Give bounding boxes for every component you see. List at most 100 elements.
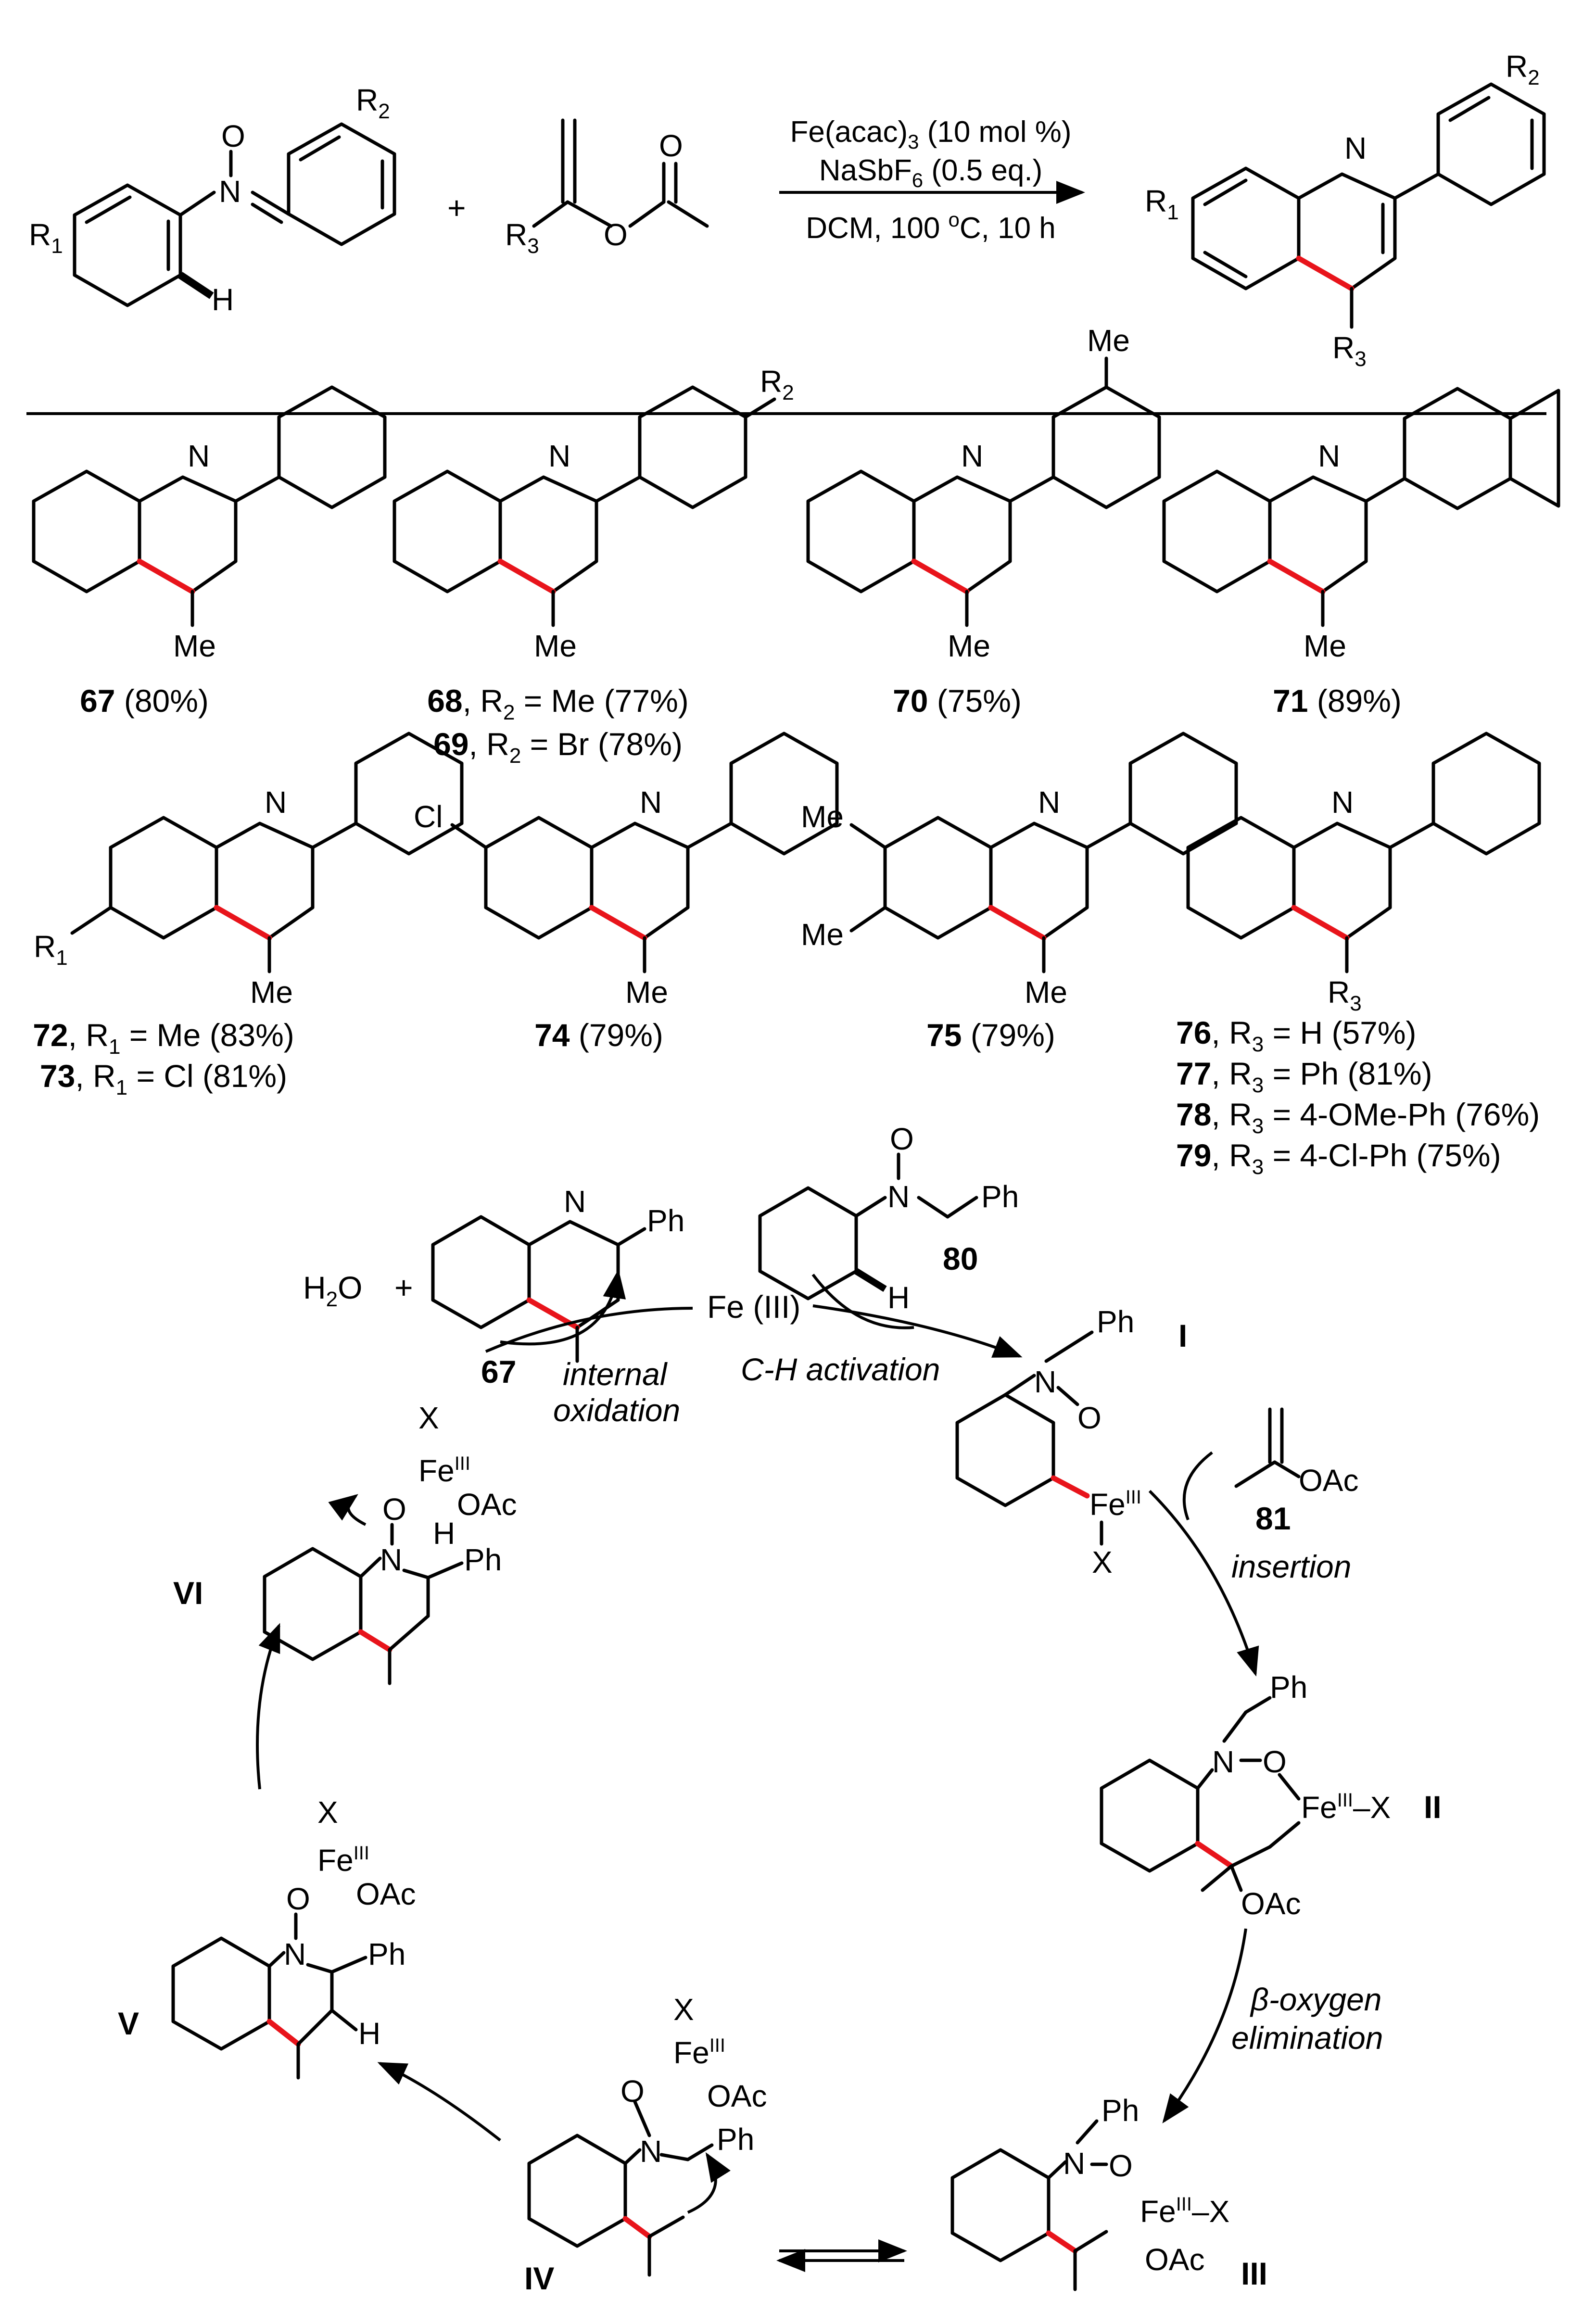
r2-label: R2 — [760, 364, 794, 404]
step-internal-1: internal — [563, 1356, 668, 1392]
me-group: Me — [534, 629, 577, 663]
me-group: Me — [1087, 323, 1130, 358]
ph-group: Ph — [464, 1542, 502, 1577]
product-r1: R1 — [1145, 184, 1179, 224]
r3-label: R3 — [505, 217, 539, 258]
ortho-h: H — [212, 282, 234, 317]
fe-atom: FeIII — [317, 1843, 369, 1878]
o-atom: O — [286, 1882, 310, 1916]
fe-atom: FeIII–X — [1301, 1790, 1391, 1825]
ph-group: Ph — [981, 1179, 1019, 1214]
ph-group: Ph — [647, 1203, 684, 1238]
ph-group: Ph — [1102, 2093, 1139, 2128]
ph-group: Ph — [1270, 1670, 1307, 1705]
me-group: Me — [1025, 975, 1067, 1010]
arrow-81-in — [1182, 1451, 1213, 1521]
alkene-81: OAc — [1234, 1407, 1358, 1498]
arrow-80-join — [811, 1274, 914, 1329]
fe-catalyst: Fe (III) — [707, 1289, 800, 1325]
product-68-69: N Me R2 — [392, 364, 794, 663]
arrow-to-VI — [256, 1623, 280, 1790]
label-IV: IV — [524, 2261, 554, 2296]
product-72-73: N Me R1 — [34, 732, 464, 1010]
product-76-79: N R3 — [1186, 732, 1541, 1015]
me-group: Me — [801, 917, 844, 952]
o-atom: O — [890, 1122, 914, 1156]
plus-sign: + — [394, 1270, 413, 1305]
n-atom: N — [1212, 1744, 1234, 1779]
h-atom: H — [433, 1516, 455, 1551]
r3-label: R3 — [1328, 975, 1362, 1015]
label-II: II — [1424, 1789, 1442, 1825]
label-80: 80 — [943, 1241, 978, 1276]
n-atom: N — [1318, 439, 1340, 473]
product-n: N — [1344, 131, 1367, 165]
r2-label: R2 — [356, 83, 390, 123]
r1-label: R1 — [34, 929, 68, 970]
me-group: Me — [948, 629, 990, 663]
label-81: 81 — [1255, 1501, 1291, 1536]
plus-sign: + — [447, 190, 466, 226]
n-atom: N — [640, 2134, 662, 2169]
product-67-cycle: N Ph — [431, 1184, 684, 1363]
enol-acetate-reactant: O O R3 — [505, 118, 709, 258]
oac-group: OAc — [356, 1877, 416, 1911]
caption-77: 77, R3 = Ph (81%) — [1176, 1056, 1432, 1097]
o-atom: O — [620, 2074, 645, 2109]
x-ligand: X — [673, 1992, 694, 2027]
n-atom: N — [265, 785, 287, 820]
oac-group: OAc — [1145, 2242, 1204, 2277]
o-atom: O — [1263, 1744, 1287, 1779]
caption-75: 75 (79%) — [926, 1017, 1055, 1053]
arrow-to-V — [377, 2062, 501, 2142]
product-67: N Me — [32, 385, 387, 663]
n-atom: N — [961, 439, 983, 473]
arrow-to-II — [1148, 1490, 1259, 1677]
x-ligand: X — [317, 1795, 338, 1830]
label-67: 67 — [481, 1354, 516, 1389]
ph-group: Ph — [1097, 1304, 1134, 1339]
me-group: Me — [625, 975, 668, 1010]
r1-label: R1 — [29, 217, 63, 258]
label-V: V — [118, 2006, 139, 2041]
arrow-to-fe — [485, 1307, 693, 1353]
intermediate-II: N Ph O FeIII–X OAc — [1100, 1670, 1391, 1921]
product-70: N Me Me — [806, 323, 1161, 663]
n-atom: N — [640, 785, 662, 820]
n-atom: N — [1063, 2146, 1085, 2181]
oac-group: OAc — [1241, 1886, 1301, 1921]
caption-68: 68, R2 = Me (77%) — [427, 683, 689, 724]
product-r3: R3 — [1332, 330, 1367, 371]
reagent-line-1: Fe(acac)3 (10 mol %) — [790, 115, 1072, 153]
me-group: Me — [250, 975, 293, 1010]
n-atom: N — [564, 1184, 586, 1219]
nitrone-o: O — [221, 119, 245, 153]
nitrone-reactant: N O H R1 R2 — [29, 83, 396, 317]
reagent-line-2: NaSbF6 (0.5 eq.) — [819, 154, 1042, 191]
step-beta-1: β-oxygen — [1250, 1982, 1382, 2017]
arrow-release-product — [500, 1269, 626, 1346]
o-atom: O — [382, 1492, 406, 1527]
caption-72: 72, R1 = Me (83%) — [33, 1017, 294, 1059]
ph-group: Ph — [717, 2122, 754, 2157]
nitrone-n: N — [219, 174, 241, 209]
caption-79: 79, R3 = 4-Cl-Ph (75%) — [1176, 1137, 1501, 1179]
n-atom: N — [1331, 785, 1354, 820]
me-group: Me — [801, 799, 844, 834]
me-group: Me — [1304, 629, 1346, 663]
caption-73: 73, R1 = Cl (81%) — [40, 1058, 287, 1099]
label-I: I — [1178, 1318, 1187, 1353]
caption-71: 71 (89%) — [1273, 683, 1402, 719]
conditions-line: DCM, 100 oC, 10 h — [806, 208, 1056, 245]
carbonyl-o: O — [659, 128, 683, 163]
o-atom: O — [1109, 2148, 1133, 2183]
step-internal-2: oxidation — [553, 1392, 680, 1428]
x-ligand: X — [418, 1401, 439, 1435]
oac-group: OAc — [1299, 1463, 1358, 1498]
h-atom: H — [887, 1280, 910, 1315]
intermediate-III: N Ph O FeIII–X OAc — [950, 2093, 1229, 2291]
n-atom: N — [380, 1542, 402, 1577]
oac-group: OAc — [707, 2079, 767, 2113]
label-VI: VI — [173, 1575, 203, 1611]
fe-atom: FeIII — [1089, 1487, 1141, 1522]
